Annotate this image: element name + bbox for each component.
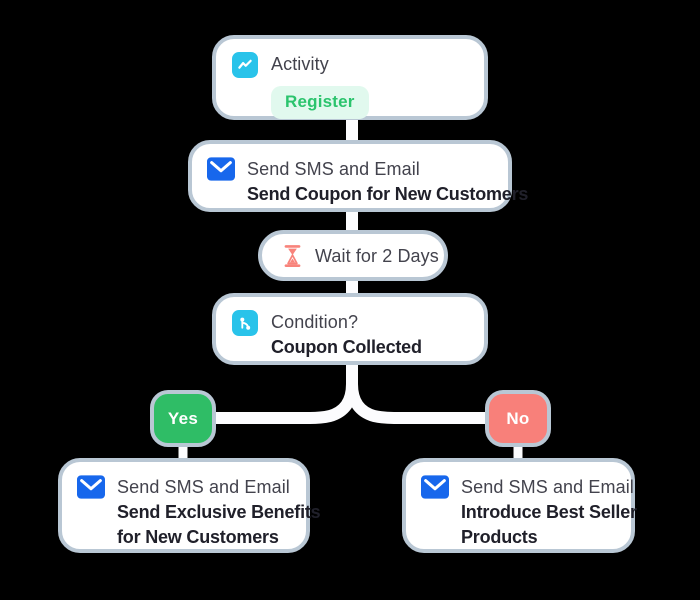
condition-label: Condition? [271,312,359,332]
email-icon [207,157,235,181]
branch-yes-label: Yes [167,408,199,428]
sms-bestseller-title-line2: Products [461,527,538,547]
email-icon [77,475,105,499]
node-activity[interactable]: Activity Register [212,35,488,120]
branch-yes-badge[interactable]: Yes [150,390,216,447]
activity-label: Activity [271,54,329,74]
sms-benefits-title-line1: Send Exclusive Benefits [117,502,321,522]
branch-no-label: No [506,408,530,428]
activity-trend-icon [232,52,258,78]
sms-benefits-label: Send SMS and Email [117,477,290,497]
condition-title: Coupon Collected [271,337,422,357]
wire-split-right [346,344,500,424]
node-sms-coupon[interactable]: Send SMS and Email Send Coupon for New C… [188,140,528,212]
sms-bestseller-title-line1: Introduce Best Seller [461,502,637,522]
node-sms-bestseller[interactable]: Send SMS and Email Introduce Best Seller… [402,458,637,553]
sms-coupon-title: Send Coupon for New Customers [247,184,529,204]
sms-benefits-title-line2: for New Customers [117,527,279,547]
node-sms-benefits[interactable]: Send SMS and Email Send Exclusive Benefi… [58,458,321,553]
branch-icon [232,310,258,336]
node-condition[interactable]: Condition? Coupon Collected [212,293,488,365]
branch-no-badge[interactable]: No [485,390,551,447]
node-wait[interactable]: Wait for 2 Days [258,230,448,281]
sms-coupon-label: Send SMS and Email [247,159,420,179]
sms-bestseller-label: Send SMS and Email [461,477,634,497]
email-icon [421,475,449,499]
wait-label: Wait for 2 Days [315,245,439,266]
hourglass-icon [282,243,303,269]
register-badge[interactable]: Register [271,86,369,119]
